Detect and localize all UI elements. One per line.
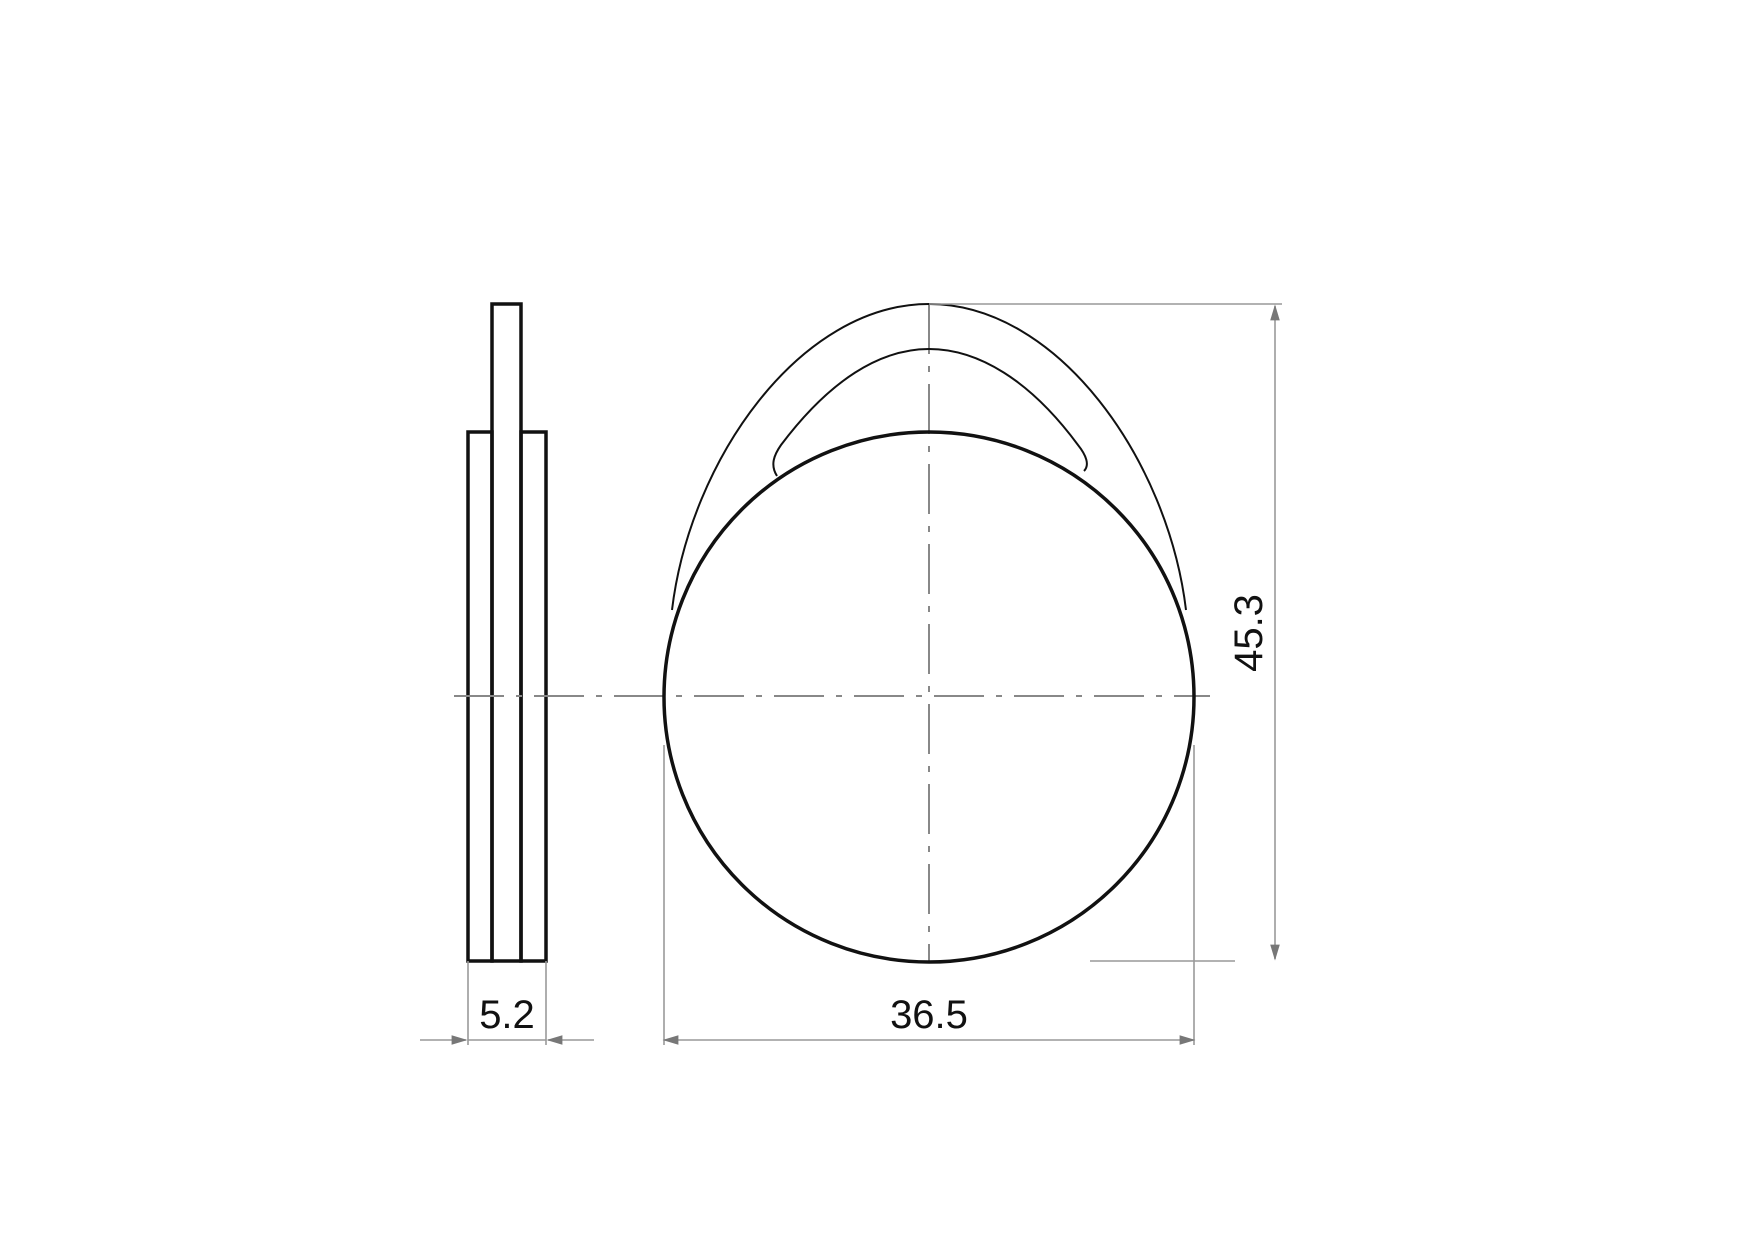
height-label: 45.3 <box>1227 594 1271 672</box>
thickness-dimension: 5.2 <box>420 961 594 1045</box>
width-label: 36.5 <box>890 993 968 1037</box>
width-dimension: 36.5 <box>662 745 1196 1045</box>
height-dimension: 45.3 <box>929 303 1282 962</box>
thickness-label: 5.2 <box>479 993 535 1037</box>
fob-key-ring-hole <box>772 347 1088 477</box>
fob-body-circle <box>662 430 1196 964</box>
side-view <box>466 302 548 963</box>
side-view-center-strip <box>490 302 523 963</box>
